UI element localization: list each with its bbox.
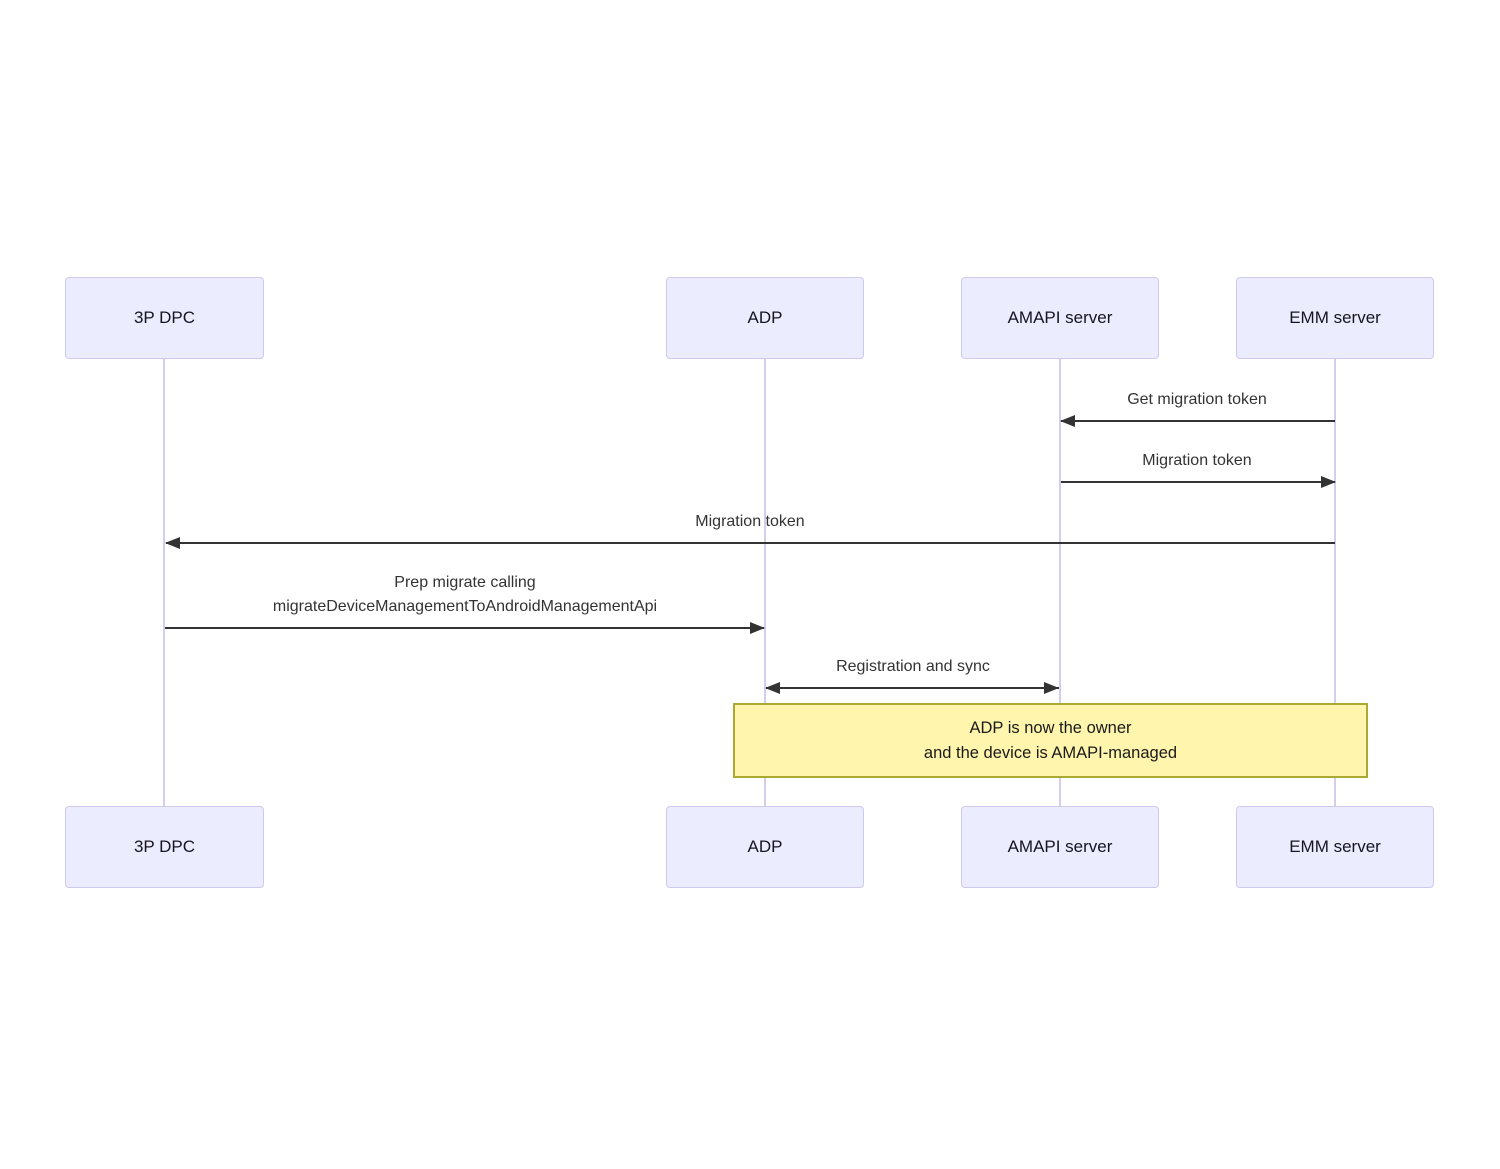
message-arrow-migration-token-to-dpc xyxy=(166,542,1335,544)
actor-box-adp-top: ADP xyxy=(666,277,864,359)
actor-box-emm-server-bottom: EMM server xyxy=(1236,806,1434,888)
lifeline-emm-server xyxy=(1334,359,1336,806)
message-arrow-registration-and-sync xyxy=(766,687,1059,689)
message-label-line2: migrateDeviceManagementToAndroidManageme… xyxy=(272,598,658,615)
message-label-prep-migrate: Prep migrate calling migrateDeviceManage… xyxy=(165,571,765,619)
actor-label: EMM server xyxy=(1289,837,1381,856)
note-line2: and the device is AMAPI-managed xyxy=(923,743,1178,762)
actor-box-3p-dpc-bottom: 3P DPC xyxy=(65,806,264,888)
arrowhead-right-icon xyxy=(750,622,765,634)
lifeline-3p-dpc xyxy=(163,359,165,806)
arrowhead-right-icon xyxy=(1044,682,1059,694)
message-arrow-get-migration-token xyxy=(1061,420,1335,422)
note-line1: ADP is now the owner xyxy=(969,718,1132,737)
arrowhead-right-icon xyxy=(1321,476,1336,488)
message-label-get-migration-token: Get migration token xyxy=(1127,391,1267,408)
lifeline-adp xyxy=(764,359,766,806)
actor-box-3p-dpc-top: 3P DPC xyxy=(65,277,264,359)
actor-label: ADP xyxy=(747,837,783,856)
actor-label: 3P DPC xyxy=(133,308,196,327)
actor-label: AMAPI server xyxy=(1007,837,1113,856)
message-label-migration-token-to-dpc: Migration token xyxy=(695,513,805,530)
arrowhead-left-icon xyxy=(165,537,180,549)
actor-box-emm-server-top: EMM server xyxy=(1236,277,1434,359)
note-adp-owner: ADP is now the owner and the device is A… xyxy=(733,703,1368,778)
arrowhead-left-icon xyxy=(1060,415,1075,427)
actor-box-amapi-server-top: AMAPI server xyxy=(961,277,1159,359)
actor-box-adp-bottom: ADP xyxy=(666,806,864,888)
actor-label: 3P DPC xyxy=(133,837,196,856)
message-label-line1: Prep migrate calling xyxy=(394,574,536,591)
actor-label: ADP xyxy=(747,308,783,327)
actor-label: EMM server xyxy=(1289,308,1381,327)
arrowhead-left-icon xyxy=(765,682,780,694)
actor-box-amapi-server-bottom: AMAPI server xyxy=(961,806,1159,888)
lifeline-amapi-server xyxy=(1059,359,1061,806)
message-arrow-prep-migrate xyxy=(165,627,764,629)
actor-label: AMAPI server xyxy=(1007,308,1113,327)
message-label-migration-token-to-emm: Migration token xyxy=(1142,452,1252,469)
message-label-registration-and-sync: Registration and sync xyxy=(836,658,990,675)
message-arrow-migration-token-to-emm xyxy=(1061,481,1335,483)
